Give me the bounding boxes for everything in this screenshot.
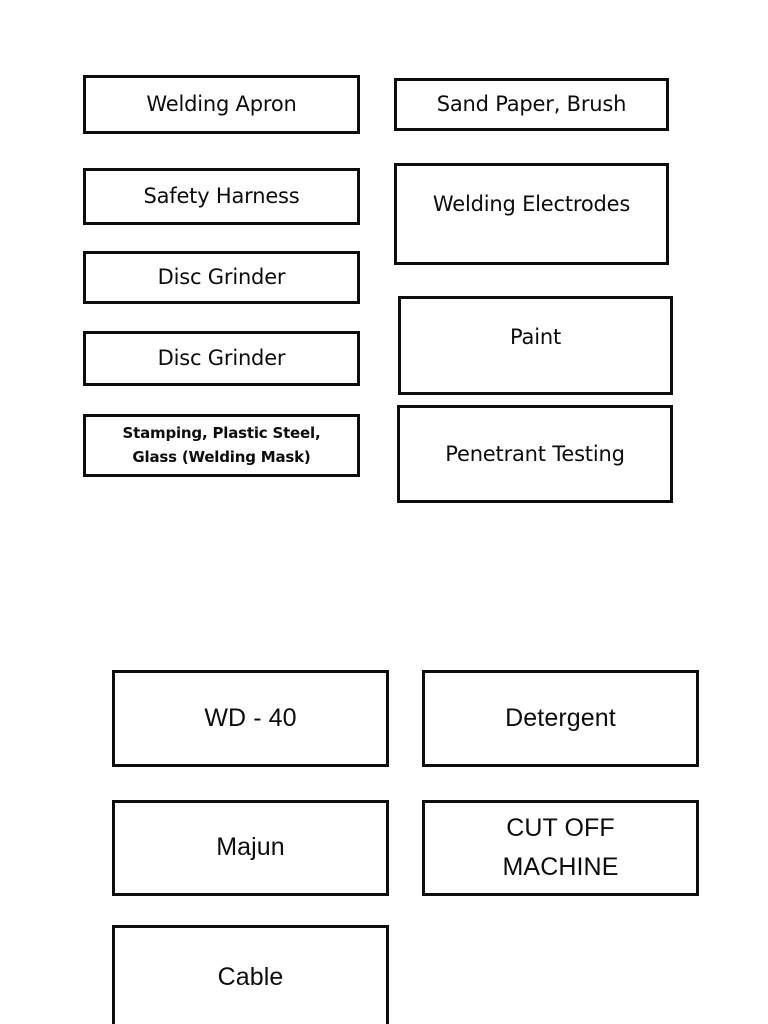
box-label: Stamping, Plastic Steel, Glass (Welding … [122, 424, 321, 466]
box-penetrant-testing[interactable]: Penetrant Testing [397, 405, 673, 503]
box-majun[interactable]: Majun [112, 800, 389, 896]
box-paint[interactable]: Paint [398, 296, 673, 395]
box-label: WD - 40 [204, 703, 297, 732]
box-welding-apron[interactable]: Welding Apron [83, 75, 360, 134]
box-wd-40[interactable]: WD - 40 [112, 670, 389, 767]
box-sand-paper-brush[interactable]: Sand Paper, Brush [394, 78, 669, 131]
box-label: Cable [217, 962, 284, 991]
box-stamping-plastic-steel-glass[interactable]: Stamping, Plastic Steel, Glass (Welding … [83, 414, 360, 477]
box-cable[interactable]: Cable [112, 925, 389, 1024]
box-cut-off-machine[interactable]: CUT OFF MACHINE [422, 800, 699, 896]
box-label: Sand Paper, Brush [436, 92, 627, 117]
box-label: CUT OFF MACHINE [502, 814, 619, 881]
box-label: Welding Electrodes [432, 192, 631, 216]
box-label: Detergent [505, 703, 616, 732]
box-label: Welding Apron [146, 92, 297, 117]
box-disc-grinder-2[interactable]: Disc Grinder [83, 331, 360, 386]
box-label: Disc Grinder [157, 265, 286, 290]
box-welding-electrodes[interactable]: Welding Electrodes [394, 163, 669, 265]
box-detergent[interactable]: Detergent [422, 670, 699, 767]
box-label: Penetrant Testing [445, 442, 625, 466]
box-label: Safety Harness [143, 184, 300, 209]
box-label: Disc Grinder [157, 346, 286, 371]
box-disc-grinder-1[interactable]: Disc Grinder [83, 251, 360, 304]
box-label: Majun [216, 833, 285, 862]
box-label: Paint [510, 325, 561, 349]
box-safety-harness[interactable]: Safety Harness [83, 168, 360, 225]
